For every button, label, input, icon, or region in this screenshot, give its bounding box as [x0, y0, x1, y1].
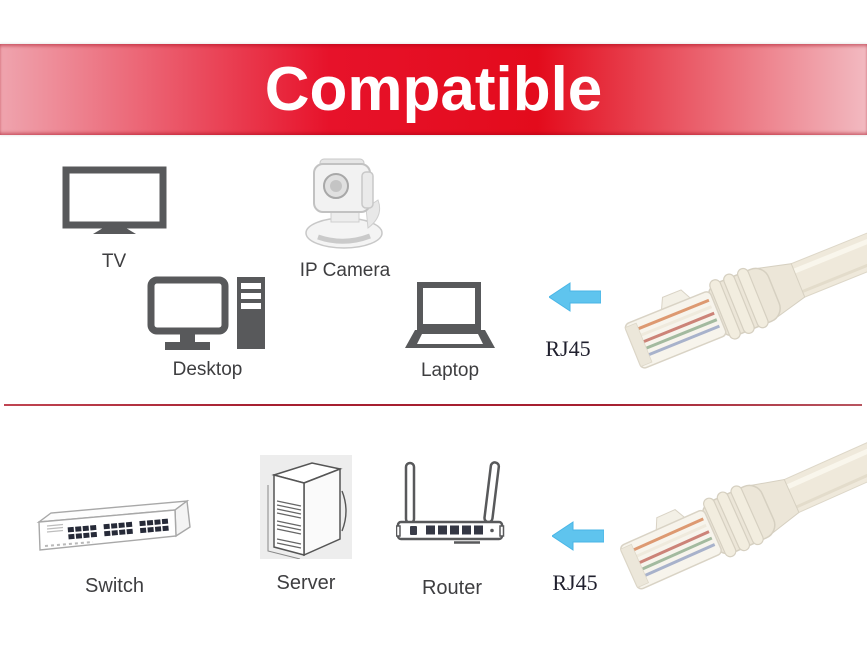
device-switch: Switch: [32, 498, 197, 596]
device-label: TV: [101, 251, 127, 272]
device-label: Server: [276, 572, 336, 594]
device-ip-camera: IP Camera: [295, 158, 395, 280]
device-label: Switch: [85, 575, 144, 597]
device-label: Router: [421, 577, 483, 599]
device-server: Server: [260, 455, 352, 593]
device-label: IP Camera: [299, 260, 391, 281]
server-icon: [260, 455, 352, 559]
rj45-label: RJ45: [552, 570, 598, 595]
banner-title: Compatible: [264, 55, 603, 124]
banner: Compatible: [0, 44, 867, 135]
ethernet-cable-image: [612, 213, 867, 395]
router-icon: [396, 461, 505, 544]
device-laptop: Laptop: [403, 282, 497, 380]
network-switch-icon: [36, 499, 191, 551]
device-label: Desktop: [172, 359, 243, 380]
ip-camera-icon: [304, 158, 383, 249]
divider-line: [4, 404, 862, 406]
device-desktop: Desktop: [145, 276, 270, 379]
left-arrow-icon: [552, 521, 604, 551]
laptop-icon: [405, 282, 495, 348]
desktop-icon: [147, 276, 265, 350]
device-tv: TV: [58, 166, 170, 271]
device-router: Router: [396, 460, 508, 598]
rj45-label: RJ45: [545, 336, 591, 361]
tv-icon: [62, 166, 166, 234]
device-label: Laptop: [420, 360, 480, 381]
left-arrow-icon: [549, 282, 601, 312]
ethernet-cable-image: [608, 430, 867, 615]
